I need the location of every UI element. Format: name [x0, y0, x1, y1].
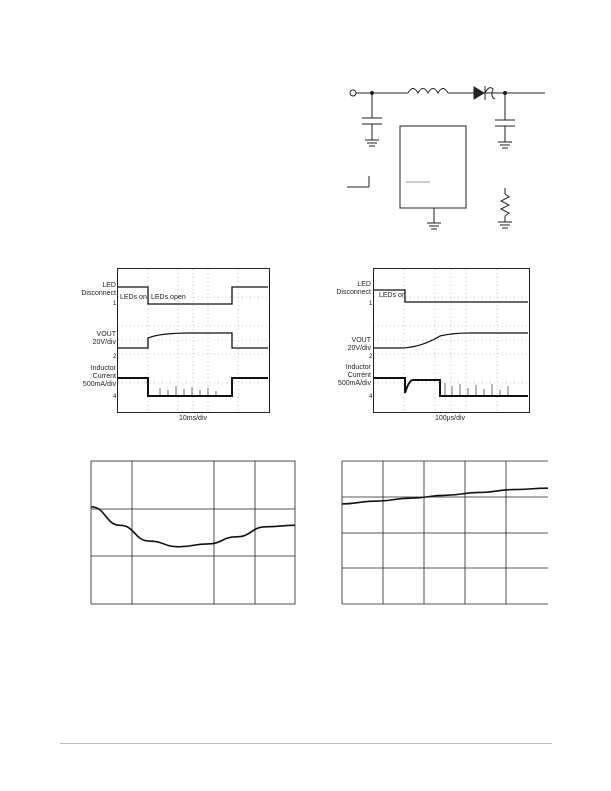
scope-left-leds-on: LEDs on — [120, 294, 147, 301]
scope-left-inductor-label: Inductor Current 500mA/div — [82, 365, 116, 388]
scope-right-inductor-label: Inductor Current 500mA/div — [337, 364, 371, 387]
scope-left-ch2-marker: 2 — [113, 354, 117, 360]
scope-right-ch2-marker: 2 — [369, 354, 373, 360]
scope-right-vout-label: VOUT 20V/div — [347, 337, 371, 352]
graph-left-curve — [90, 505, 296, 548]
scope-right-ch1-marker: 1 — [369, 301, 373, 307]
scope-right-screen — [373, 268, 530, 413]
scope-left-ch1-marker: 1 — [113, 301, 117, 307]
scope-right-ch4-marker: 4 — [369, 394, 373, 400]
scope-left-led-label: LED Disconnect — [81, 282, 116, 297]
footer-rule — [60, 743, 552, 744]
scope-left-screen — [117, 268, 270, 413]
scope-left-timebase: 10ms/div — [178, 415, 207, 422]
scope-left-vout-label: VOUT 20V/div — [92, 331, 116, 346]
graph-right-curve — [341, 487, 549, 505]
scope-right-leds-on: LEDs on — [379, 292, 406, 299]
scope-left-leds-open: LEDs open — [151, 294, 186, 301]
scope-right-led-label: LED Disconnect — [336, 281, 371, 296]
scope-left-ch4-marker: 4 — [113, 394, 117, 400]
circuit-schematic — [347, 86, 545, 230]
scope-right-timebase: 100µs/div — [434, 415, 466, 422]
